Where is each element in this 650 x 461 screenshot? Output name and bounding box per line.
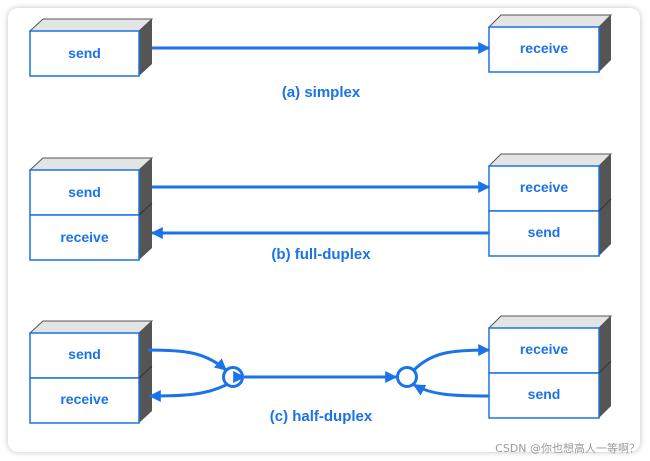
half-duplex-left-send-label: send: [68, 346, 101, 362]
simplex-caption: (a) simplex: [282, 84, 361, 101]
half-duplex-caption: (c) half-duplex: [270, 408, 373, 425]
half-duplex-left-device: send receive: [28, 320, 154, 424]
half-duplex-right-device: receive send: [487, 315, 613, 419]
full-duplex-left-receive-label: receive: [60, 229, 108, 245]
half-duplex-left-receive-label: receive: [60, 391, 108, 407]
watermark: CSDN @你也想高人一等啊？: [495, 441, 640, 455]
full-duplex-right-device: receive send: [487, 153, 613, 257]
simplex-section: send receive (a) simplex: [28, 14, 613, 101]
full-duplex-right-send-label: send: [528, 224, 561, 240]
simplex-right-device: receive: [487, 14, 613, 73]
full-duplex-right-receive-label: receive: [520, 179, 568, 195]
simplex-left-send-label: send: [68, 45, 101, 61]
half-duplex-right-switch: [396, 366, 418, 388]
half-duplex-right-send-curve: [412, 383, 490, 398]
simplex-left-device: send: [28, 18, 154, 77]
full-duplex-left-send-label: send: [68, 184, 101, 200]
full-duplex-left-device: send receive: [28, 157, 154, 261]
half-duplex-left-send-curve: [147, 348, 227, 372]
half-duplex-left-receive-curve: [148, 383, 227, 402]
half-duplex-right-receive-curve: [412, 344, 491, 372]
half-duplex-right-send-label: send: [528, 386, 561, 402]
half-duplex-section: send receive receive send (c) half-duple…: [28, 315, 613, 425]
simplex-right-receive-label: receive: [520, 40, 568, 56]
half-duplex-left-switch: [222, 366, 244, 388]
full-duplex-caption: (b) full-duplex: [271, 246, 371, 263]
full-duplex-section: send receive receive send (b) full-duple…: [28, 153, 613, 263]
half-duplex-right-receive-label: receive: [520, 341, 568, 357]
